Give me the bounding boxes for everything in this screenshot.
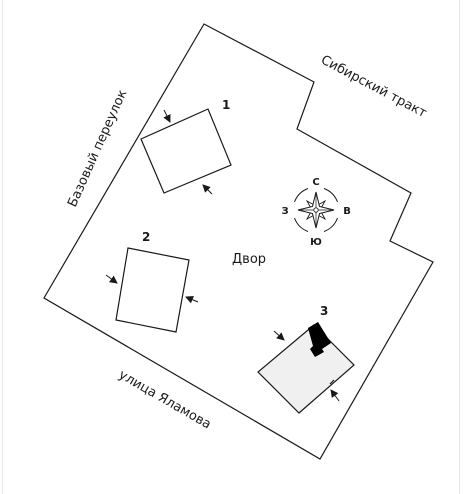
site-boundary (43, 23, 434, 460)
street-label-left: Базовый переулок (65, 87, 130, 209)
building-1-entrance-arrow-bottom (202, 184, 213, 195)
building-2-number: 2 (142, 230, 150, 244)
building-2-entrance-arrow-left (105, 274, 118, 284)
building-1-entrance-arrow-top (163, 109, 171, 123)
compass-ring-nw (294, 188, 309, 203)
building-1-outline (140, 108, 232, 194)
building-1: 1 (140, 98, 232, 195)
building-3-number: 3 (320, 304, 328, 318)
compass-west: З (281, 206, 288, 217)
street-label-top-right: Сибирский тракт (318, 53, 429, 122)
compass-east: В (343, 206, 351, 217)
building-2: 2 (105, 230, 199, 333)
building-3-outline (257, 324, 355, 414)
building-3-door-mark (329, 379, 335, 385)
compass-center (313, 207, 319, 213)
frame-edge-right (459, 0, 460, 494)
building-3: 3 (257, 304, 355, 414)
street-label-bottom: улица Яламова (116, 367, 214, 432)
compass-ring-se (323, 217, 338, 232)
building-2-outline (115, 247, 190, 333)
compass-south: Ю (310, 237, 322, 248)
compass-north: С (312, 177, 319, 188)
building-3-entrance-arrow-top (273, 330, 285, 341)
building-1-number: 1 (222, 98, 230, 112)
yard-label: Двор (232, 252, 266, 267)
compass-ring-ne (323, 188, 338, 203)
building-2-entrance-arrow-right (185, 296, 199, 304)
compass-rose: С Ю З В (281, 177, 350, 248)
building-3-entrance-arrow-bottom (330, 389, 340, 402)
frame-edge-left (2, 0, 3, 494)
compass-ring-sw (294, 217, 309, 232)
building-3-black-block (308, 322, 331, 357)
